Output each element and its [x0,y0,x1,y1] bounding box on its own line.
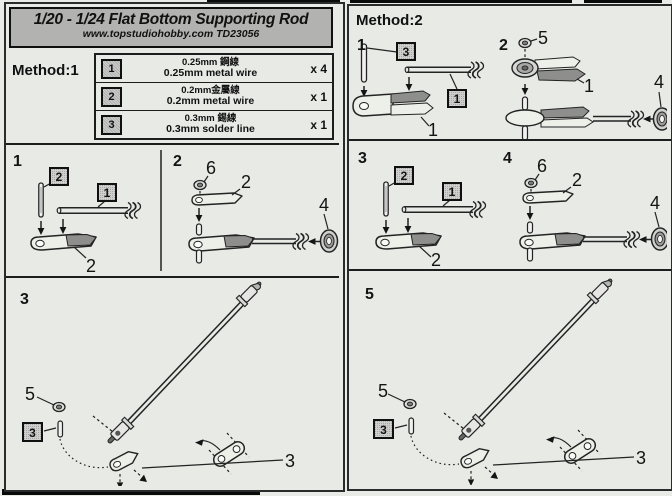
method2-steps-1-2-panel: 1 3 1 1 2 5 1 4 [349,30,667,139]
part-name-en: 0.25mm metal wire [163,66,258,79]
svg-text:3: 3 [380,423,387,437]
step-number: 2 [499,37,508,54]
step-number: 2 [173,153,182,170]
part-qty: x 4 [310,61,327,76]
part-ref-box: 3 [373,419,394,439]
wire-rod-bracket-art [376,182,486,257]
link-callout: 3 [285,451,295,471]
method1-step3-diagram: 3 5 3 3 [20,278,295,486]
method2-step4-diagram: 4 6 2 4 [503,150,667,261]
scan-bar-top-right-b [584,0,662,3]
step-number: 4 [503,150,512,167]
part-ref-box: 1 [447,89,467,108]
part-ref-box: 2 [101,86,122,107]
method1-step2-diagram: 2 6 2 4 [173,153,338,263]
method1-step3-panel: 3 5 3 3 [6,276,339,488]
step-number: 5 [365,286,374,303]
washer-callout: 4 [650,193,660,213]
nut-callout: 5 [538,30,548,48]
method2-step1-diagram: 1 3 1 1 [353,37,484,139]
part-callout: 2 [431,250,441,269]
final-assembly-art [37,278,283,486]
part-name-en: 0.2mm metal wire [166,94,255,107]
step-number: 1 [357,37,366,54]
part-ref-box: 1 [101,58,122,79]
link-callout: 3 [636,448,646,468]
part-name-cn: 0.25mm 鋼線 [181,57,240,68]
page-title: 1/20 - 1/24 Flat Bottom Supporting Rod [33,11,309,28]
svg-text:3: 3 [403,45,410,59]
part-name-cn: 0.3mm 錫線 [184,113,237,124]
page-subtitle: www.topstudiohobby.com TD23056 [82,27,260,40]
method1-steps-1-2-panel: 1 2 1 2 2 6 2 4 [6,143,339,278]
part-name-en: 0.3mm solder line [166,122,255,135]
panel-divider [349,269,671,271]
method2-step3-diagram: 3 2 1 2 [358,150,486,269]
method2-steps-3-4-panel: 3 2 1 2 4 6 2 4 [349,141,667,269]
step-number: 3 [358,150,367,167]
parts-row: 2 0.2mm金屬線 0.2mm metal wire x 1 [96,83,332,111]
nut-plate-assembly-art [520,174,667,261]
title-box: 1/20 - 1/24 Flat Bottom Supporting Rod w… [9,7,333,48]
step-number: 3 [20,291,29,308]
part-callout: 2 [86,256,96,276]
parts-row: 3 0.3mm 錫線 0.3mm solder line x 1 [96,111,332,138]
svg-text:2: 2 [401,169,408,183]
parts-list: 1 0.25mm 鋼線 0.25mm metal wire x 4 2 0.2m… [94,53,334,140]
method2-column: Method:2 1 3 1 1 [347,4,672,491]
svg-text:1: 1 [449,185,456,199]
part-callout: 1 [428,120,438,139]
svg-text:1: 1 [104,186,111,200]
bracket-callout: 1 [584,76,594,96]
panel-divider [349,139,671,141]
nut-callout: 5 [25,384,35,404]
method1-label: Method:1 [12,62,79,79]
method2-step2-diagram: 2 5 1 4 [499,30,667,139]
part-qty: x 1 [310,89,327,104]
part-ref-box: 1 [97,183,117,202]
final-assembly-art [388,275,634,485]
part-name-cn: 0.2mm金屬線 [181,85,240,96]
washer-callout: 4 [654,72,664,92]
part-ref-box: 2 [394,166,414,185]
plate-callout: 2 [241,172,251,192]
scan-bar-top-left [207,0,340,3]
method2-step5-panel: 5 5 3 3 [349,271,667,485]
method2-label: Method:2 [356,12,423,29]
method2-step5-diagram: 5 5 3 3 [365,275,646,485]
method1-step1-diagram: 1 2 1 2 [13,153,141,276]
pin-rod-bracket-art [353,44,484,126]
part-ref-box: 2 [49,167,69,186]
part-qty: x 1 [310,117,327,132]
scan-bar-top-right-a [350,0,572,3]
part-ref-box: 1 [442,182,462,201]
svg-text:3: 3 [29,426,36,440]
method1-column: 1/20 - 1/24 Flat Bottom Supporting Rod w… [4,2,345,492]
scan-bar-bottom [2,489,260,495]
part-ref-box: 3 [101,114,122,135]
step-number: 1 [13,153,22,170]
svg-text:1: 1 [454,92,461,106]
plate-callout: 2 [572,170,582,190]
nut-callout: 5 [378,381,388,401]
svg-text:2: 2 [56,170,63,184]
nut-callout: 6 [537,156,547,176]
part-ref-box: 3 [22,422,43,442]
nut-callout: 6 [206,158,216,178]
part-ref-box: 3 [396,42,416,61]
parts-row: 1 0.25mm 鋼線 0.25mm metal wire x 4 [96,55,332,83]
nut-plate-assembly-art [189,176,338,263]
washer-callout: 4 [319,195,329,215]
wire-rod-bracket-art [31,183,141,258]
